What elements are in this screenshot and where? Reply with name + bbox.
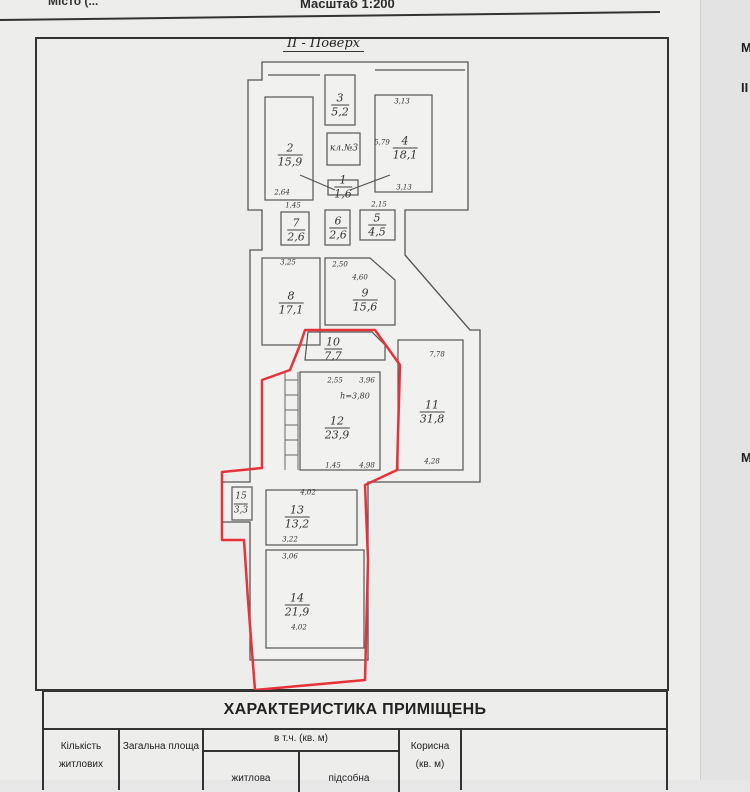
dimension: 4,02 [300,488,316,497]
col-including: в т.ч. (кв. м) [204,730,400,752]
dimension: 2,50 [332,260,348,269]
adjacent-sheet: М ІІ М [700,0,750,780]
dimension: 1,45 [285,201,301,210]
scale-label: Масштаб 1:200 [300,0,395,11]
col-living-area: житлова [204,752,300,792]
edge-letter: ІІ [741,80,749,95]
dimension: 7,78 [429,350,445,359]
dimension: 4,28 [424,457,440,466]
dimension: 3,22 [282,535,298,544]
col-total-area: Загальна площа [120,730,204,790]
dimension: 4,98 [359,461,375,470]
dimension: 1,45 [325,461,341,470]
city-label: Місто (... [48,0,99,8]
dimension: 3,96 [359,376,375,385]
floor-label: ІІ - Поверх [283,36,365,52]
dimension: 4,60 [352,273,368,282]
highlight-outline [220,328,402,692]
col-living-rooms-count: Кількість житлових [44,730,120,790]
dimension: 5,79 [374,138,390,147]
table-title: ХАРАКТЕРИСТИКА ПРИМІЩЕНЬ [44,692,666,730]
dimension: 3,06 [282,552,298,561]
stair-label: кл.№3 [329,143,359,154]
edge-letter: М [741,450,750,465]
col-auxiliary-area: підсобна [300,752,400,792]
stairs [284,372,299,470]
dimension: 3,25 [280,258,296,267]
dimension: 4,02 [291,623,307,632]
dimension: 3,13 [396,183,412,192]
dimension: 3,13 [394,97,410,106]
height-note: h=3,80 [340,391,370,401]
room-walls [231,69,471,649]
room-characteristics-table: ХАРАКТЕРИСТИКА ПРИМІЩЕНЬ Кількість житло… [42,690,668,792]
edge-letter: М [741,40,750,55]
dimension: 2,55 [327,376,343,385]
col-useful-area: Корисна (кв. м) [400,730,462,790]
dimension: 2,15 [371,200,387,209]
dimension: 2,64 [274,188,290,197]
